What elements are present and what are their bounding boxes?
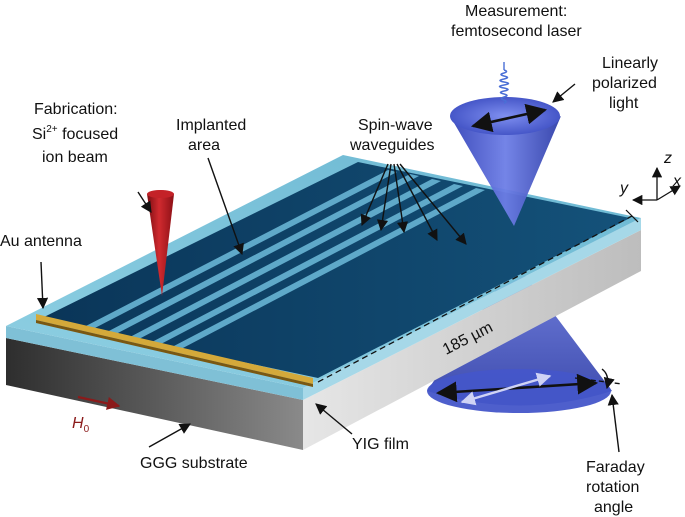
spin-wave-label-line1: Spin-wave [358, 117, 433, 134]
axis-z-label: z [663, 150, 672, 167]
linearly-polarized-line1: Linearly [602, 55, 658, 72]
au-antenna [36, 314, 313, 387]
laser-pulse-icon [498, 69, 510, 104]
fabrication-ion-beam: ion beam [42, 149, 108, 166]
faraday-label-line3: angle [594, 499, 633, 516]
axis-x-label: x [672, 173, 682, 190]
faraday-label-line1: Faraday [586, 459, 645, 476]
polarization-arrow-top [470, 103, 548, 133]
measurement-subtitle: femtosecond laser [451, 23, 582, 40]
fabrication-ion-line: Si2+ focused [32, 124, 118, 143]
measurement-title: Measurement: [465, 3, 567, 20]
spin-wave-label-line2: waveguides [349, 137, 435, 154]
au-antenna-label: Au antenna [0, 233, 82, 250]
fabrication-title: Fabrication: [34, 101, 118, 118]
linearly-polarized-line3: light [609, 95, 639, 112]
length-indicator [317, 209, 639, 383]
ggg-substrate [6, 230, 641, 450]
coordinate-axes [631, 166, 681, 206]
implanted-label-line2: area [188, 137, 220, 154]
implanted-label-line1: Implanted [176, 117, 246, 134]
faraday-angle-marker [574, 368, 623, 390]
yig-film-label: YIG film [352, 436, 409, 453]
field-arrow [77, 395, 121, 410]
rotated-polarization-arrow [460, 372, 552, 406]
linearly-polarized-line2: polarized [592, 75, 657, 92]
ion-beam-cone [147, 190, 174, 296]
faraday-label-line2: rotation [586, 479, 639, 496]
ggg-substrate-label: GGG substrate [140, 455, 248, 472]
axis-y-label: y [619, 180, 629, 197]
label-pointers [36, 83, 620, 453]
field-label: H0 [72, 415, 90, 435]
